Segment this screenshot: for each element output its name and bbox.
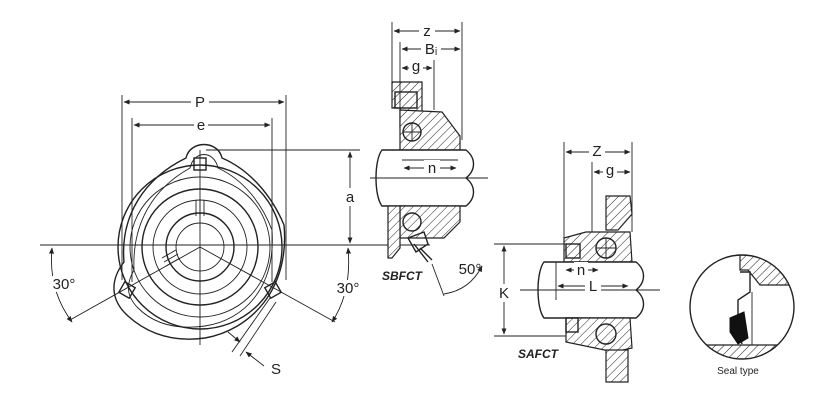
sbfct-angle-label: 50° (459, 261, 482, 278)
bolt-hole-left (117, 280, 137, 300)
sbfct-name: SBFCT (382, 269, 424, 283)
seal-type-detail: Seal type (689, 254, 795, 377)
flange-outline (113, 143, 286, 340)
sbfct-dim-Bi-label: Bᵢ (425, 41, 437, 58)
angle-right-label: 30° (337, 280, 360, 297)
safct-dim-g-label: g (606, 162, 614, 179)
safct-dim-L-label: L (589, 278, 597, 295)
safct-side-view: n L Z g K SAFCT (494, 142, 660, 383)
bolt-hole-right (263, 280, 283, 300)
dim-S-label: S (271, 361, 281, 378)
angle-left-label: 30° (53, 276, 76, 293)
seal-type-caption: Seal type (717, 366, 759, 377)
sbfct-dim-z-label: z (423, 23, 431, 40)
dim-P-label: P (195, 94, 205, 111)
sbfct-side-view: n z Bᵢ g SBFCT 50° (370, 22, 488, 297)
front-view: P e a 30° 30° S (40, 92, 430, 378)
safct-dim-K-label: K (499, 285, 509, 302)
dim-a-label: a (346, 189, 355, 206)
dim-e-label: e (197, 117, 205, 134)
safct-dim-n-label: n (577, 262, 585, 279)
sbfct-dim-g-label: g (412, 58, 420, 75)
sbfct-dim-n-label: n (428, 160, 436, 177)
safct-name: SAFCT (518, 347, 560, 361)
safct-dim-Z-label: Z (592, 143, 601, 160)
